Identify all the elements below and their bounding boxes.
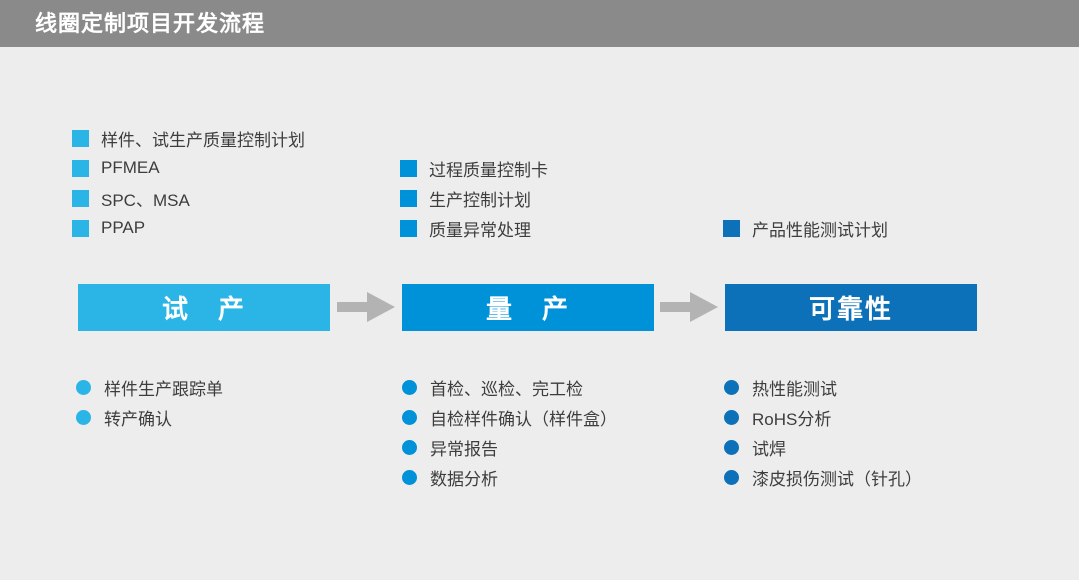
stage-banner-trial-production: 试 产: [78, 284, 330, 331]
square-bullet-icon: [400, 159, 417, 177]
square-bullet-icon: [400, 219, 417, 237]
list-item: 热性能测试: [724, 372, 922, 402]
list-item-label: 自检样件确认（样件盒）: [430, 409, 617, 429]
square-bullet-icon: [72, 189, 89, 207]
list-item-label: SPC、MSA: [101, 190, 190, 210]
list-item: 生产控制计划: [400, 183, 548, 213]
circle-bullet-icon: [402, 469, 417, 485]
list-item-label: 生产控制计划: [429, 190, 531, 210]
list-item: 异常报告: [402, 432, 617, 462]
mass-production-activities-list: 首检、巡检、完工检 自检样件确认（样件盒） 异常报告 数据分析: [402, 372, 617, 492]
list-item-label: 过程质量控制卡: [429, 160, 548, 180]
trial-production-deliverables-list: 样件、试生产质量控制计划 PFMEA SPC、MSA PPAP: [72, 123, 305, 243]
list-item-label: 异常报告: [430, 439, 498, 459]
stage-banner-label: 量 产: [485, 294, 570, 324]
list-item: PFMEA: [72, 153, 305, 183]
list-item: 质量异常处理: [400, 213, 548, 243]
list-item: 漆皮损伤测试（针孔）: [724, 462, 922, 492]
circle-bullet-icon: [724, 409, 739, 425]
list-item-label: 质量异常处理: [429, 220, 531, 240]
list-item: 首检、巡检、完工检: [402, 372, 617, 402]
circle-bullet-icon: [724, 379, 739, 395]
list-item-label: 漆皮损伤测试（针孔）: [752, 469, 922, 489]
list-item: 数据分析: [402, 462, 617, 492]
list-item-label: PPAP: [101, 218, 146, 237]
list-item-label: 样件、试生产质量控制计划: [101, 130, 305, 150]
reliability-deliverables-list: 产品性能测试计划: [723, 213, 888, 243]
circle-bullet-icon: [76, 379, 91, 395]
list-item: 自检样件确认（样件盒）: [402, 402, 617, 432]
trial-production-activities-list: 样件生产跟踪单 转产确认: [76, 372, 223, 432]
list-item: SPC、MSA: [72, 183, 305, 213]
list-item-label: 转产确认: [104, 409, 172, 429]
list-item-label: 数据分析: [430, 469, 498, 489]
list-item-label: RoHS分析: [752, 409, 832, 429]
list-item: 样件生产跟踪单: [76, 372, 223, 402]
square-bullet-icon: [72, 159, 89, 177]
circle-bullet-icon: [402, 379, 417, 395]
square-bullet-icon: [400, 189, 417, 207]
page-title: 线圈定制项目开发流程: [35, 11, 266, 36]
list-item-label: PFMEA: [101, 158, 160, 177]
list-item: RoHS分析: [724, 402, 922, 432]
circle-bullet-icon: [76, 409, 91, 425]
list-item-label: 样件生产跟踪单: [104, 379, 223, 399]
stage-banner-reliability: 可靠性: [725, 284, 977, 331]
arrow-right-icon: [660, 292, 718, 322]
list-item: 过程质量控制卡: [400, 153, 548, 183]
list-item: 样件、试生产质量控制计划: [72, 123, 305, 153]
circle-bullet-icon: [402, 439, 417, 455]
square-bullet-icon: [72, 219, 89, 237]
circle-bullet-icon: [402, 409, 417, 425]
square-bullet-icon: [72, 129, 89, 147]
stage-banner-label: 试 产: [161, 294, 246, 324]
list-item: PPAP: [72, 213, 305, 243]
square-bullet-icon: [723, 219, 740, 237]
title-bar: 线圈定制项目开发流程: [0, 0, 1079, 47]
mass-production-deliverables-list: 过程质量控制卡 生产控制计划 质量异常处理: [400, 153, 548, 243]
list-item: 试焊: [724, 432, 922, 462]
reliability-activities-list: 热性能测试 RoHS分析 试焊 漆皮损伤测试（针孔）: [724, 372, 922, 492]
circle-bullet-icon: [724, 469, 739, 485]
list-item-label: 首检、巡检、完工检: [430, 379, 583, 399]
circle-bullet-icon: [724, 439, 739, 455]
arrow-right-icon: [337, 292, 395, 322]
list-item-label: 热性能测试: [752, 379, 837, 399]
stage-banner-label: 可靠性: [808, 294, 893, 324]
list-item-label: 产品性能测试计划: [752, 220, 888, 240]
list-item-label: 试焊: [752, 439, 786, 459]
list-item: 产品性能测试计划: [723, 213, 888, 243]
list-item: 转产确认: [76, 402, 223, 432]
stage-banner-mass-production: 量 产: [402, 284, 654, 331]
